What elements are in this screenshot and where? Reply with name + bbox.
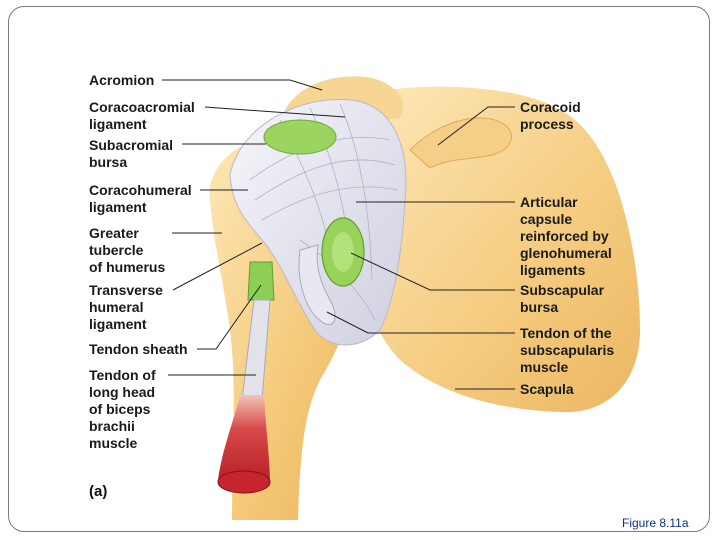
label-transverse-humeral-ligament: Transverse humeral ligament: [89, 282, 163, 332]
label-coracohumeral-ligament: Coracohumeral ligament: [89, 182, 192, 215]
label-articular-capsule: Articular capsule reinforced by glenohum…: [520, 194, 612, 278]
label-tendon-long-head-biceps: Tendon of long head of biceps brachii mu…: [89, 367, 156, 451]
subacromial-bursa-shape: [263, 119, 337, 155]
label-coracoacromial-ligament: Coracoacromial ligament: [89, 99, 195, 132]
label-coracoid-process: Coracoid process: [520, 99, 581, 132]
leader-lines-left: [162, 79, 346, 376]
label-tendon-sheath: Tendon sheath: [89, 341, 188, 357]
label-greater-tubercle: Greater tubercle of humerus: [89, 225, 166, 275]
label-subacromial-bursa: Subacromial bursa: [89, 137, 174, 170]
figure-caption: Figure 8.11a: [622, 516, 689, 530]
label-scapula: Scapula: [520, 381, 574, 397]
coracoid-process-shape: [409, 117, 513, 169]
tendon-sheath-shape: [247, 261, 275, 301]
subscapularis-tendon-shape: [298, 244, 336, 325]
capsule-shape: [229, 98, 407, 346]
label-acromion: Acromion: [89, 72, 155, 88]
biceps-muscle-shape: [218, 395, 270, 492]
leader-lines-right: [326, 106, 515, 390]
label-tendon-subscapularis: Tendon of the subscapularis muscle: [520, 325, 615, 375]
panel-label: (a): [89, 483, 108, 500]
label-subscapular-bursa: Subscapular bursa: [520, 282, 605, 315]
